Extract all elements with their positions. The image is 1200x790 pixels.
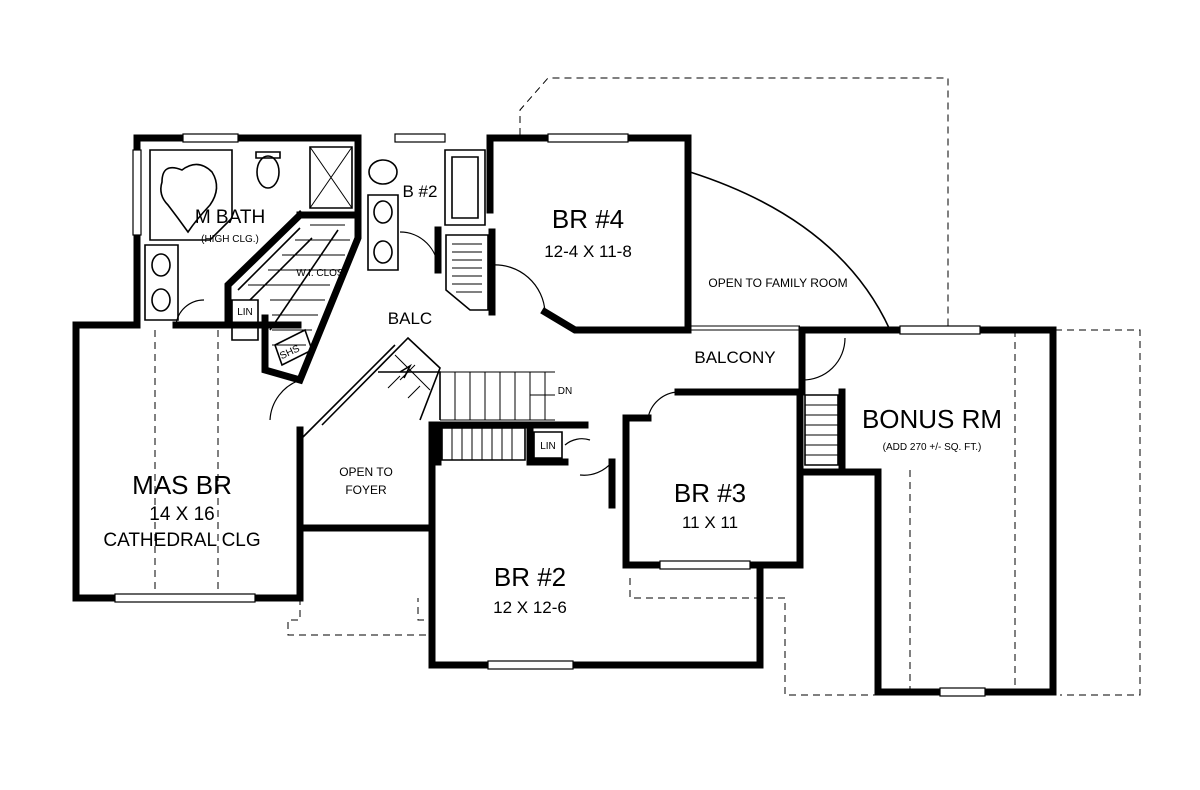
room-labels: M BATH (HIGH CLG.) B #2 BR #4 12-4 X 11-… [103, 182, 1002, 617]
dashed-outlines [154, 77, 1141, 696]
fixtures [144, 146, 891, 466]
shs-label: SHS [278, 343, 302, 362]
br4-size: 12-4 X 11-8 [544, 242, 632, 261]
open-foyer-line1: OPEN TO [339, 465, 393, 479]
mas-br-label: MAS BR [132, 470, 232, 500]
m-bath-note: (HIGH CLG.) [201, 234, 259, 245]
br2-size: 12 X 12-6 [493, 598, 567, 617]
lin-mid-label: LIN [540, 441, 556, 452]
open-family-label: OPEN TO FAMILY ROOM [708, 276, 847, 290]
wi-clos-label: W.I. CLOS [296, 268, 344, 279]
br4-label: BR #4 [552, 204, 624, 234]
door-swings [175, 231, 846, 476]
lin-top-label: LIN [237, 307, 253, 318]
mas-br-note: CATHEDRAL CLG [103, 530, 260, 551]
m-bath-label: M BATH [195, 207, 265, 228]
open-foyer-line2: FOYER [345, 483, 387, 497]
br2-label: BR #2 [494, 562, 566, 592]
mas-br-size: 14 X 16 [149, 504, 215, 525]
b2-label: B #2 [403, 182, 438, 201]
balcony-label: BALCONY [694, 348, 775, 367]
bonus-note: (ADD 270 +/- SQ. FT.) [883, 442, 982, 453]
br3-label: BR #3 [674, 478, 746, 508]
dn-label: DN [558, 386, 572, 397]
balc-label: BALC [388, 309, 432, 328]
windows [114, 133, 986, 697]
br3-size: 11 X 11 [682, 513, 738, 532]
bonus-label: BONUS RM [862, 404, 1002, 434]
